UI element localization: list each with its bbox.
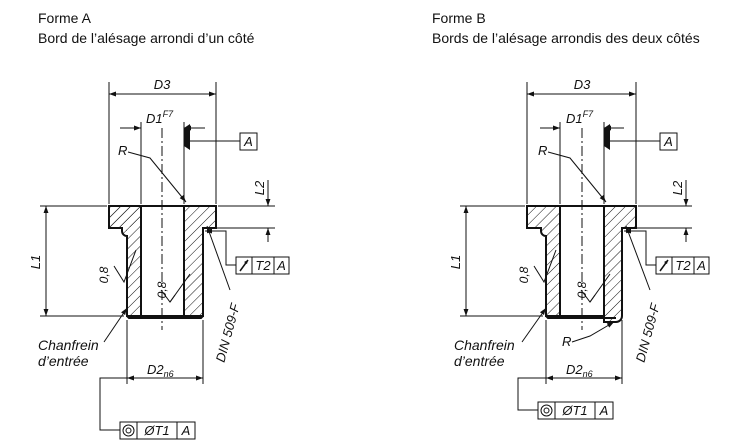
form-a-l2-label: L2 (252, 180, 267, 195)
form-a-runout-tol: T2 (255, 258, 271, 273)
form-a-din-label: DIN 509-F (213, 301, 243, 364)
form-b-chamfer-line1: Chanfrein (454, 337, 515, 353)
form-b-r-bottom-label: R (562, 334, 571, 349)
form-a-chamfer-line2: d’entrée (38, 353, 89, 369)
form-b-din-label: DIN 509-F (633, 301, 663, 364)
form-b-datum-label: A (663, 134, 673, 149)
form-a-subtitle: Bord de l’alésage arrondi d’un côté (38, 30, 255, 46)
form-a-runout-ref: A (276, 258, 286, 273)
form-b-d2-label: D2n6 (566, 362, 593, 379)
form-b-d1-text: D1 (566, 111, 583, 126)
form-b-datum-frame (659, 132, 678, 151)
form-a-d1-sup: F7 (163, 109, 174, 119)
form-b-runout-frame: T2 A (655, 256, 710, 275)
form-a-d1-label: D1F7 (146, 109, 174, 126)
form-b-coax-ref: A (599, 403, 609, 418)
form-b-coaxiality-frame: ØT1 A (537, 401, 614, 420)
form-a-chamfer-line1: Chanfrein (38, 337, 99, 353)
form-b-r-top-label: R (538, 143, 547, 158)
form-b-d2-sub: n6 (583, 369, 593, 379)
form-a-title: Forme A (38, 10, 91, 26)
form-b-title: Forme B (432, 10, 486, 26)
form-a-drawing (40, 82, 275, 431)
form-a-roughness-inner: 0,8 (155, 281, 169, 298)
form-a-d1-text: D1 (146, 111, 163, 126)
form-a-datum-frame (239, 132, 258, 151)
form-a-coaxiality-icon (122, 424, 135, 437)
form-b-l1-label: L1 (448, 255, 463, 269)
form-a-d2-sub: n6 (164, 369, 174, 379)
form-a-d2-label: D2n6 (147, 362, 174, 379)
form-a-l1-label: L1 (28, 255, 43, 269)
form-b-runout-tol: T2 (675, 258, 691, 273)
form-a-roughness-outer: 0,8 (97, 266, 111, 283)
form-b-runout-ref: A (696, 258, 706, 273)
form-b-subtitle: Bords de l’alésage arrondis des deux côt… (432, 30, 700, 46)
form-b-chamfer-line2: d’entrée (454, 353, 505, 369)
form-a-runout-frame: T2 A (235, 256, 290, 275)
form-a-d3-label: D3 (154, 77, 171, 92)
form-b-d1-label: D1F7 (566, 109, 594, 126)
form-b-roughness-inner: 0,8 (575, 281, 589, 298)
form-b-coax-tol: ØT1 (561, 403, 587, 418)
form-a-header: Forme A Bord de l’alésage arrondi d’un c… (38, 8, 254, 48)
form-a-d2-text: D2 (147, 362, 164, 377)
form-b-roughness-outer: 0,8 (517, 266, 531, 283)
form-a-datum-label: A (243, 134, 253, 149)
form-b-bushing-section (526, 205, 637, 323)
form-b-coaxiality-icon (540, 404, 553, 417)
form-b-header: Forme B Bords de l’alésage arrondis des … (432, 8, 700, 48)
form-b-d1-sup: F7 (583, 109, 594, 119)
form-b-d3-label: D3 (574, 77, 591, 92)
form-b-d2-text: D2 (566, 362, 583, 377)
form-a-coaxiality-frame: ØT1 A (119, 421, 196, 440)
form-b-drawing (460, 82, 692, 411)
form-a-coax-ref: A (181, 423, 191, 438)
form-a-r-label: R (118, 143, 127, 158)
form-b-l2-label: L2 (670, 180, 685, 195)
form-a-coax-tol: ØT1 (143, 423, 169, 438)
